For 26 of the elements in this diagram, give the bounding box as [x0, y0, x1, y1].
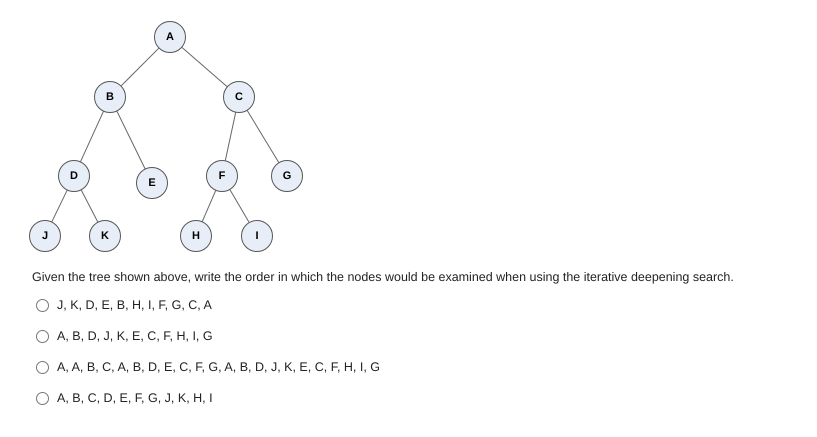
connector-line: [80, 111, 104, 162]
tree-node: G: [271, 160, 303, 192]
connector-line: [230, 189, 250, 223]
question-text: Given the tree shown above, write the order in which the nodes would be examined when using the iterative deepening search.: [32, 269, 734, 286]
tree-node: J: [29, 220, 61, 252]
tree-node: B: [94, 81, 126, 113]
answer-option: J, K, D, E, B, H, I, F, G, C, A: [57, 296, 212, 315]
tree-node: K: [89, 220, 121, 252]
connector-line: [182, 47, 228, 87]
connector-line: [224, 112, 236, 161]
tree-node: A: [154, 21, 186, 53]
answer-option: A, A, B, C, A, B, D, E, C, F, G, A, B, D, J, K, E, C, F, H, I, G: [57, 358, 380, 377]
connector-line: [202, 190, 216, 222]
tree-node: F: [206, 160, 238, 192]
tree-node: D: [58, 160, 90, 192]
tree-node: C: [223, 81, 255, 113]
tree-node: I: [241, 220, 273, 252]
connector-line: [246, 110, 280, 163]
connector-line: [51, 190, 68, 222]
answer-option: A, B, D, J, K, E, C, F, H, I, G: [57, 327, 213, 346]
connector-line: [120, 48, 160, 86]
tree-node: H: [180, 220, 212, 252]
answer-option: A, B, C, D, E, F, G, J, K, H, I: [57, 389, 213, 408]
tree-node: E: [136, 167, 168, 199]
connector-line: [116, 110, 146, 170]
connector-line: [80, 190, 98, 222]
